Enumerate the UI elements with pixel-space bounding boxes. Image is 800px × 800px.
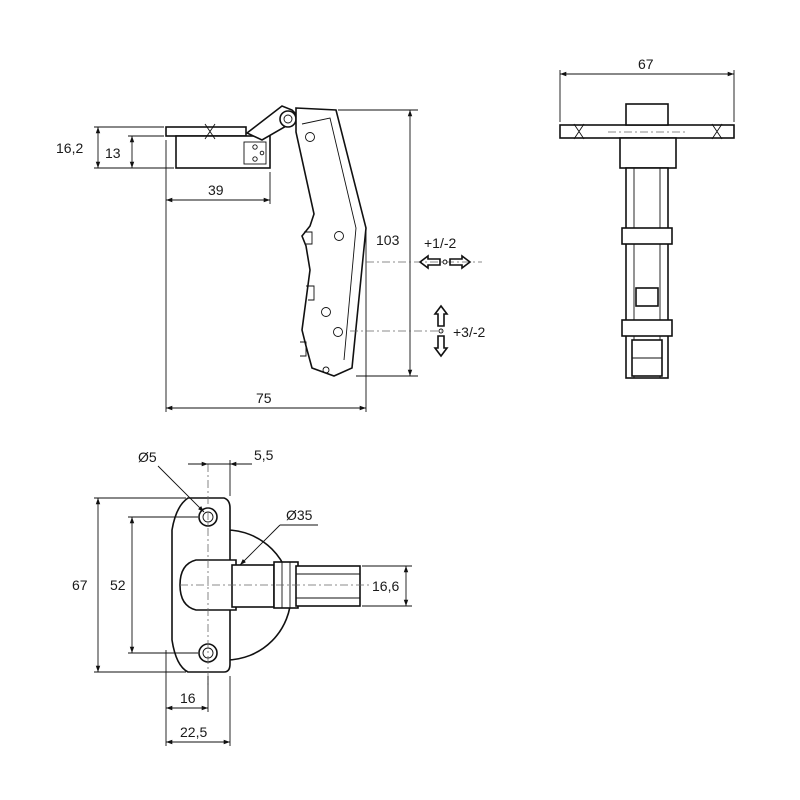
side-mounting-plate [165, 126, 247, 137]
top-dim-52: 52 [110, 577, 126, 593]
end-cup [619, 137, 677, 169]
end-screw-block [635, 287, 659, 307]
top-dim-dia35: Ø35 [286, 507, 313, 523]
depth-arrow-right [449, 254, 472, 270]
end-top-block [625, 103, 669, 126]
side-arm-inner-line [301, 117, 357, 361]
end-clip-2 [621, 319, 673, 337]
top-arm-body [295, 565, 361, 607]
top-view: 67 52 5,5 Ø5 Ø35 16,6 16 22,5 [72, 447, 412, 746]
depth-arrow-left [418, 254, 441, 270]
side-pivot-inner [283, 114, 293, 124]
side-hole-5 [322, 366, 330, 374]
depth-origin [442, 259, 448, 265]
adjust-depth-label: +1/-2 [424, 235, 457, 251]
side-plate-hole [204, 123, 216, 140]
top-dim-22-5: 22,5 [180, 724, 207, 740]
end-view: 67 [559, 56, 735, 379]
height-origin [438, 328, 444, 334]
side-hole-3 [321, 307, 331, 317]
top-dim-dia5: Ø5 [138, 449, 157, 465]
side-hole-4 [333, 327, 343, 337]
end-clip-1 [621, 227, 673, 245]
dim-103: 103 [376, 232, 400, 248]
side-main-arm [295, 107, 367, 377]
side-screw-b [252, 156, 258, 162]
side-cup-inner [243, 141, 267, 165]
dim-39: 39 [208, 182, 224, 198]
end-plate [559, 124, 735, 139]
end-plate-hole-right [711, 123, 723, 140]
side-hole-1 [305, 132, 315, 142]
adjust-height-label: +3/-2 [453, 324, 486, 340]
side-view: 16,2 13 39 103 75 +1/-2 +3/-2 [56, 105, 486, 412]
dim-13: 13 [105, 145, 121, 161]
side-cup-body [175, 135, 271, 169]
side-arm-notch-a [304, 231, 313, 245]
top-dim-67: 67 [72, 577, 88, 593]
top-arm-collar [231, 564, 275, 608]
side-arm-notch-c [300, 341, 307, 357]
height-arrow-up [433, 304, 449, 327]
dim-16-2: 16,2 [56, 140, 83, 156]
top-dim-5-5: 5,5 [254, 447, 274, 463]
side-screw-c [259, 150, 265, 156]
end-plate-hole-left [573, 123, 585, 140]
top-dim-16-6: 16,6 [372, 578, 399, 594]
dim-75: 75 [256, 390, 272, 406]
height-arrow-down [433, 335, 449, 358]
side-pivot [279, 110, 297, 128]
side-screw-a [252, 144, 258, 150]
end-dim-67: 67 [638, 56, 654, 72]
top-dim-16: 16 [180, 690, 196, 706]
side-hole-2 [334, 231, 344, 241]
side-arm-notch-b [306, 285, 315, 301]
